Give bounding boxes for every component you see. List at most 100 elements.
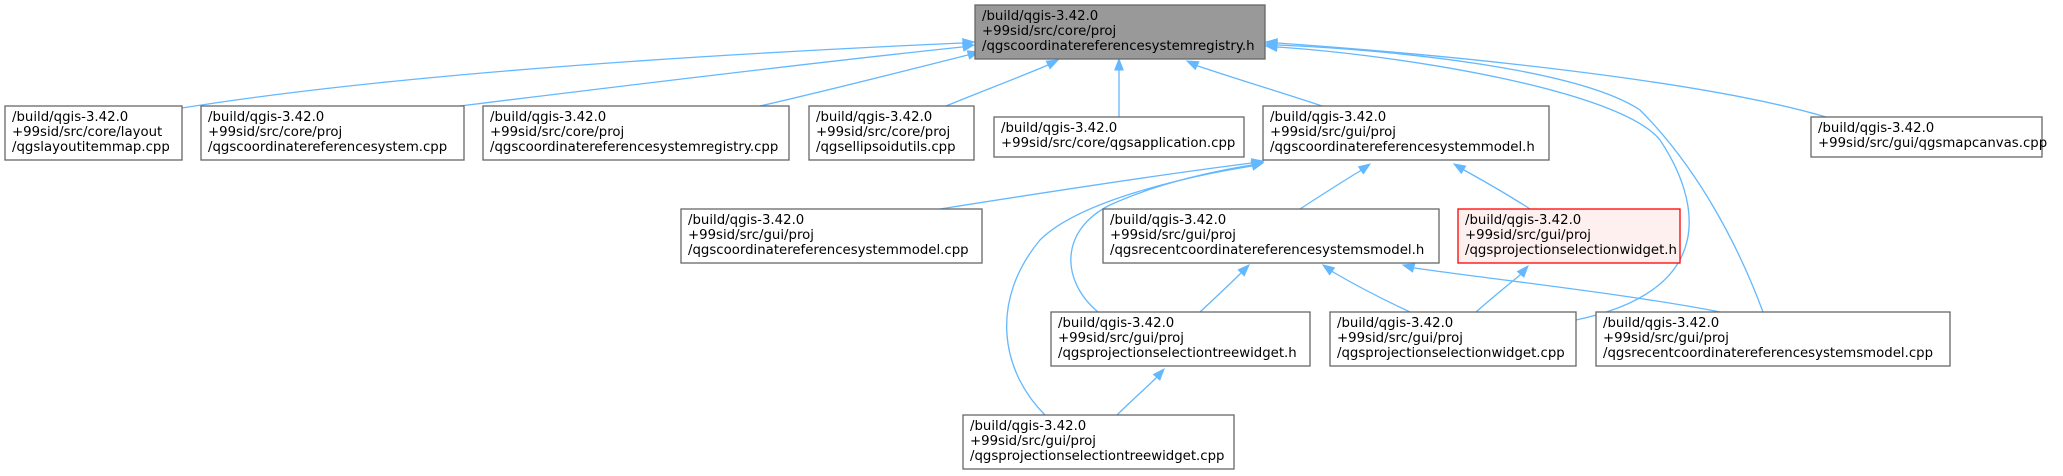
node-recentmodel_cpp[interactable]: /build/qgis-3.42.0+99sid/src/gui/proj/qg…	[1595, 311, 1951, 367]
node-projselwidget_cpp[interactable]: /build/qgis-3.42.0+99sid/src/gui/proj/qg…	[1329, 311, 1577, 367]
arrowhead	[1321, 264, 1336, 276]
node-box	[200, 105, 465, 161]
arrowhead	[1516, 264, 1529, 278]
node-box	[1262, 105, 1550, 161]
node-label-line: +99sid/src/core/qgsapplication.cpp	[1001, 136, 1235, 151]
arrowhead	[1264, 38, 1278, 48]
arrowhead	[1401, 263, 1416, 273]
node-label-line: +99sid/src/gui/proj	[1058, 331, 1184, 346]
node-box	[1810, 116, 2043, 158]
arrowhead	[1452, 163, 1467, 175]
node-label-line: /qgslayoutitemmap.cpp	[12, 140, 170, 155]
node-crs_cpp[interactable]: /build/qgis-3.42.0+99sid/src/core/proj/q…	[200, 105, 465, 161]
edge-ellipsoidutils_cpp-to-registry_h	[945, 59, 1060, 107]
edge-registry_cpp-to-registry_h	[759, 50, 981, 107]
node-box	[1102, 208, 1440, 264]
node-label-line: +99sid/src/core/proj	[816, 125, 950, 140]
arrowhead	[961, 42, 976, 52]
arrowhead	[1114, 57, 1124, 71]
node-box	[1457, 208, 1681, 264]
edge-treewidget_h-to-recentmodel_h	[1199, 264, 1250, 313]
node-box	[1329, 311, 1577, 367]
node-label-line: /build/qgis-3.42.0	[1110, 213, 1226, 228]
edge-recentmodel_h-to-crsmodel_h	[1299, 163, 1372, 210]
node-label-line: +99sid/src/core/proj	[490, 125, 624, 140]
arrowhead	[1152, 367, 1165, 381]
node-label-line: +99sid/src/gui/proj	[1337, 331, 1463, 346]
nodes-layer: /build/qgis-3.42.0+99sid/src/core/proj/q…	[4, 4, 2047, 470]
node-application_cpp[interactable]: /build/qgis-3.42.0+99sid/src/core/qgsapp…	[993, 116, 1245, 158]
node-label-line: /qgscoordinatereferencesystem.cpp	[208, 140, 447, 155]
node-label-line: /build/qgis-3.42.0	[1001, 121, 1117, 136]
node-ellipsoidutils_cpp[interactable]: /build/qgis-3.42.0+99sid/src/core/proj/q…	[808, 105, 975, 161]
node-label-line: +99sid/src/gui/proj	[970, 434, 1096, 449]
arrowhead	[1185, 60, 1200, 71]
node-crsmodel_h[interactable]: /build/qgis-3.42.0+99sid/src/gui/proj/qg…	[1262, 105, 1550, 161]
node-mapcanvas_cpp[interactable]: /build/qgis-3.42.0+99sid/src/gui/qgsmapc…	[1810, 116, 2047, 158]
node-label-line: /build/qgis-3.42.0	[1818, 121, 1934, 136]
node-label-line: +99sid/src/gui/proj	[688, 228, 814, 243]
node-label-line: /build/qgis-3.42.0	[970, 419, 1086, 434]
edges-layer	[181, 38, 1827, 416]
edge-recentmodel_cpp-to-recentmodel_h	[1401, 263, 1721, 313]
node-label-line: /qgsprojectionselectiontreewidget.cpp	[970, 449, 1224, 464]
node-label-line: +99sid/src/core/layout	[12, 125, 162, 140]
node-box	[1595, 311, 1951, 367]
node-box	[1050, 311, 1311, 367]
node-layoutitemmap_cpp[interactable]: /build/qgis-3.42.0+99sid/src/core/layout…	[4, 105, 183, 161]
arrowhead	[1237, 264, 1250, 277]
node-label-line: /build/qgis-3.42.0	[688, 213, 804, 228]
node-label-line: /qgsrecentcoordinatereferencesystemsmode…	[1110, 243, 1424, 258]
node-label-line: /build/qgis-3.42.0	[1337, 316, 1453, 331]
edge-layoutitemmap_cpp-to-registry_h	[181, 38, 976, 109]
node-projselwidget_h[interactable]: /build/qgis-3.42.0+99sid/src/gui/proj/qg…	[1457, 208, 1681, 264]
node-label-line: /qgscoordinatereferencesystemregistry.cp…	[490, 140, 778, 155]
node-label-line: /build/qgis-3.42.0	[1465, 213, 1581, 228]
node-label-line: /qgsprojectionselectionwidget.cpp	[1337, 346, 1565, 361]
edge-treewidget_cpp-to-crsmodel_h	[1006, 161, 1265, 416]
arrowhead	[1357, 163, 1372, 175]
edge-projselwidget_cpp-to-recentmodel_h	[1321, 264, 1411, 313]
node-label-line: +99sid/src/core/proj	[982, 24, 1116, 39]
node-label-line: /qgsrecentcoordinatereferencesystemsmode…	[1603, 346, 1933, 361]
node-recentmodel_h[interactable]: /build/qgis-3.42.0+99sid/src/gui/proj/qg…	[1102, 208, 1440, 264]
node-label-line: /qgsprojectionselectionwidget.h	[1465, 243, 1677, 258]
node-label-line: +99sid/src/core/proj	[208, 125, 342, 140]
node-label-line: +99sid/src/gui/proj	[1465, 228, 1591, 243]
node-treewidget_h[interactable]: /build/qgis-3.42.0+99sid/src/gui/proj/qg…	[1050, 311, 1311, 367]
arrowhead	[1250, 161, 1265, 171]
node-label-line: /build/qgis-3.42.0	[490, 110, 606, 125]
node-label-line: /build/qgis-3.42.0	[982, 9, 1098, 24]
node-label-line: /build/qgis-3.42.0	[208, 110, 324, 125]
node-box	[962, 414, 1235, 470]
node-box	[993, 116, 1245, 158]
arrowhead	[1045, 59, 1060, 70]
node-label-line: +99sid/src/gui/qgsmapcanvas.cpp	[1818, 136, 2047, 151]
edge-projselwidget_cpp-to-registry_h	[1264, 42, 1690, 321]
node-box	[482, 105, 790, 161]
node-label-line: /build/qgis-3.42.0	[12, 110, 128, 125]
node-label-line: /qgscoordinatereferencesystemmodel.cpp	[688, 243, 969, 258]
node-registry_cpp[interactable]: /build/qgis-3.42.0+99sid/src/core/proj/q…	[482, 105, 790, 161]
edge-crsmodel_h-to-registry_h	[1185, 60, 1323, 107]
node-crsmodel_cpp[interactable]: /build/qgis-3.42.0+99sid/src/gui/proj/qg…	[680, 208, 983, 264]
node-box	[974, 4, 1266, 60]
node-box	[680, 208, 983, 264]
edge-projselwidget_cpp-to-projselwidget_h	[1475, 264, 1529, 313]
edge-projselwidget_h-to-crsmodel_h	[1452, 163, 1531, 210]
node-registry_h[interactable]: /build/qgis-3.42.0+99sid/src/core/proj/q…	[974, 4, 1266, 60]
node-label-line: /qgscoordinatereferencesystemmodel.h	[1270, 140, 1535, 155]
edge-mapcanvas_cpp-to-registry_h	[1264, 38, 1827, 118]
node-label-line: /build/qgis-3.42.0	[1603, 316, 1719, 331]
node-label-line: /qgsprojectionselectiontreewidget.h	[1058, 346, 1297, 361]
node-treewidget_cpp[interactable]: /build/qgis-3.42.0+99sid/src/gui/proj/qg…	[962, 414, 1235, 470]
node-label-line: +99sid/src/gui/proj	[1110, 228, 1236, 243]
node-label-line: /qgsellipsoidutils.cpp	[816, 140, 956, 155]
node-label-line: +99sid/src/gui/proj	[1270, 125, 1396, 140]
node-label-line: /build/qgis-3.42.0	[816, 110, 932, 125]
node-label-line: +99sid/src/gui/proj	[1603, 331, 1729, 346]
edge-application_cpp-to-registry_h	[1114, 57, 1124, 117]
edge-crs_cpp-to-registry_h	[459, 42, 976, 107]
node-label-line: /build/qgis-3.42.0	[1270, 110, 1386, 125]
